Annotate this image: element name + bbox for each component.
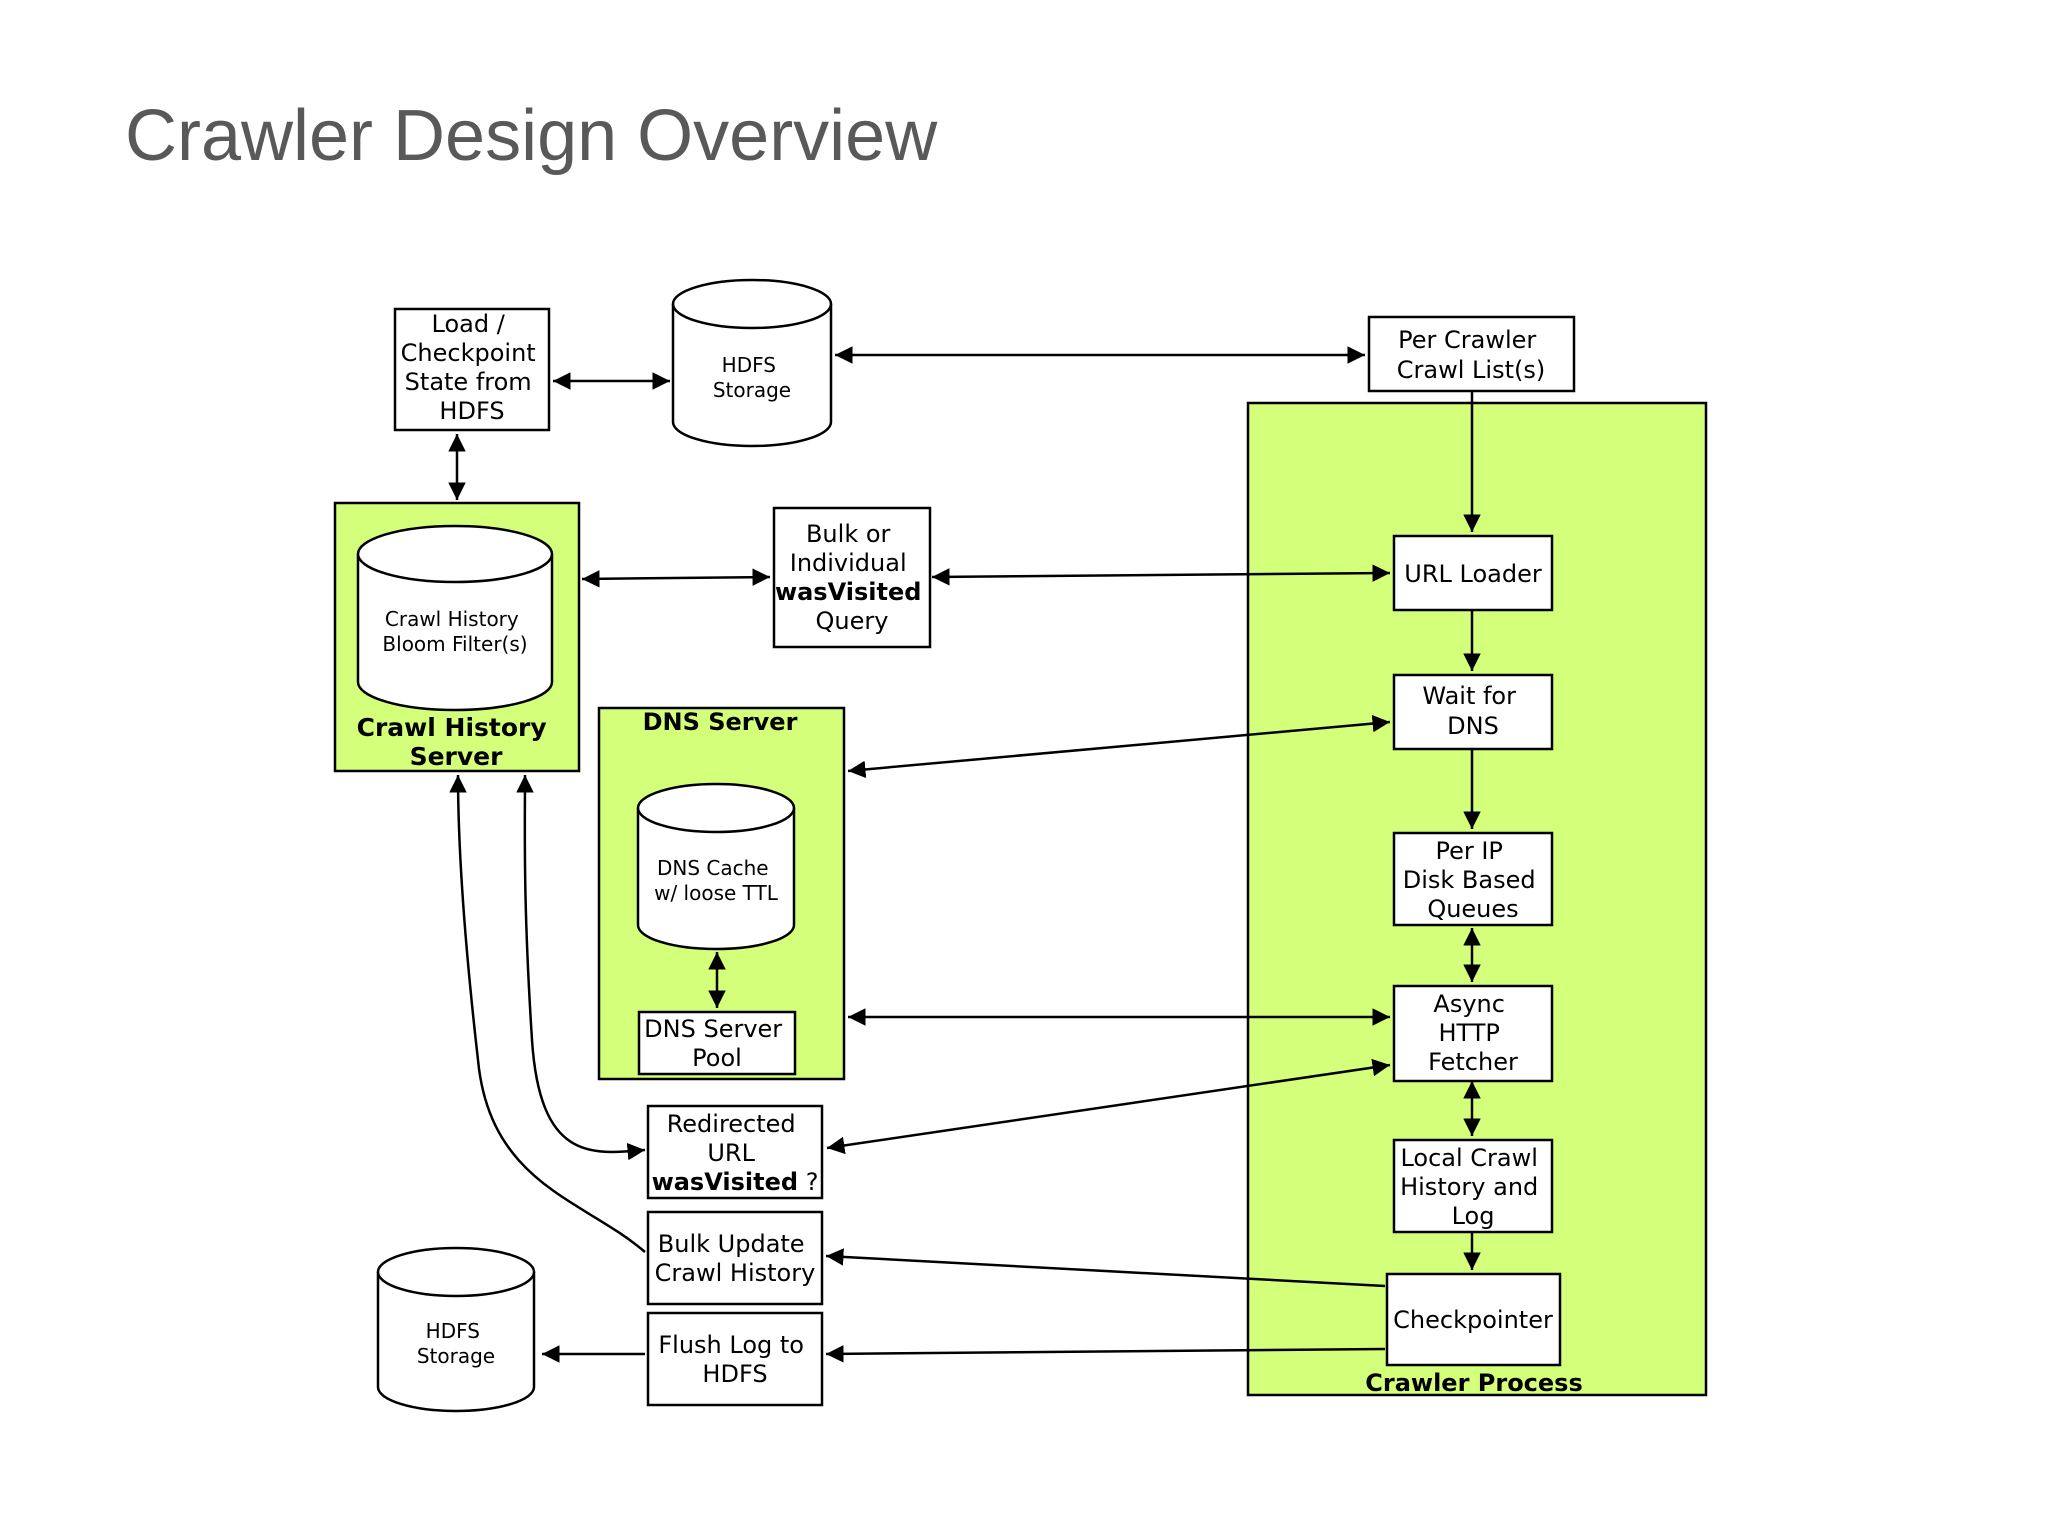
dns-pool-box: DNS Server Pool [637,1010,797,1076]
edge-fetcher-redirected [826,1058,1391,1155]
slide-title: Crawler Design Overview [125,96,938,176]
svg-text:Redirected URL was: Redirected URL wasVisited ? [652,1110,819,1196]
async-fetcher-box: Async HTTP Fetcher [1392,984,1554,1083]
checkpointer-box: Checkpointer [1385,1272,1562,1367]
bulk-update-box: Bulk Update Crawl History [646,1210,824,1306]
svg-text:HDFS Storage: HDFS Storage [417,1319,495,1368]
svg-text:URL Loader: URL Loader [1404,560,1542,588]
edge-historyserver-query [581,568,771,588]
dns-server-label: DNS Server [643,708,798,736]
svg-text:HDFS Storage: HDFS Storage [713,353,791,402]
flush-log-box: Flush Log to HDFS [646,1311,824,1407]
svg-text:Bulk Update Crawl Histor: Bulk Update Crawl History [655,1230,816,1287]
svg-text:Local Crawl History and: Local Crawl History and Log [1400,1144,1546,1230]
url-loader-box: URL Loader [1392,534,1554,612]
edge-bulkupdate-historyserver [449,774,646,1253]
per-crawler-list-box: Per Crawler Crawl List(s) [1367,315,1576,393]
svg-text:Flush Log to HDFS: Flush Log to HDFS [658,1331,811,1388]
crawl-history-server-label: Crawl History Server [357,713,556,771]
svg-text:Per IP Disk Based: Per IP Disk Based Queues [1403,837,1544,923]
edge-redirected-historyserver [516,774,646,1161]
svg-text:Load / Checkpoint: Load / Checkpoint State from HDFS [401,310,544,425]
svg-text:DNS Server Pool: DNS Server Pool [644,1015,790,1072]
edge-dnsserver-waitdns [847,714,1391,779]
svg-text:Per Crawler Crawl List(s: Per Crawler Crawl List(s) [1397,326,1545,384]
bulk-query-box: Bulk or Individual wasVisited Query [772,506,932,649]
bloom-filter-store: Crawl History Bloom Filter(s) [356,524,554,712]
svg-text:Wait for DNS: Wait for DNS [1422,682,1523,740]
svg-text:DNS Cache w/ loose TTL: DNS Cache w/ loose TTL [654,856,779,905]
dns-cache-store: DNS Cache w/ loose TTL [636,782,796,951]
per-ip-queues-box: Per IP Disk Based Queues [1392,831,1554,927]
svg-text:Async HTTP Fetcher: Async HTTP Fetcher [1428,990,1518,1076]
wait-dns-box: Wait for DNS [1392,673,1554,751]
crawler-process-label: Crawler Process [1365,1369,1583,1397]
edge-checkpointer-bulkupdate [825,1248,1386,1288]
local-history-box: Local Crawl History and Log [1392,1138,1554,1234]
hdfs-storage-bottom: HDFS Storage [376,1246,536,1413]
edge-checkpointer-flushlog [825,1345,1386,1363]
svg-text:Crawl History Bloom Filt: Crawl History Bloom Filter(s) [382,607,527,656]
redirected-url-box: Redirected URL wasVisited ? [646,1104,824,1200]
load-checkpoint-box: Load / Checkpoint State from HDFS [393,307,551,432]
svg-text:Checkpointer: Checkpointer [1393,1306,1553,1334]
hdfs-storage-top: HDFS Storage [671,278,833,448]
edge-query-urlloader [931,564,1391,586]
svg-text:Bulk or Individual: Bulk or Individual wasVisited Query [775,520,929,635]
